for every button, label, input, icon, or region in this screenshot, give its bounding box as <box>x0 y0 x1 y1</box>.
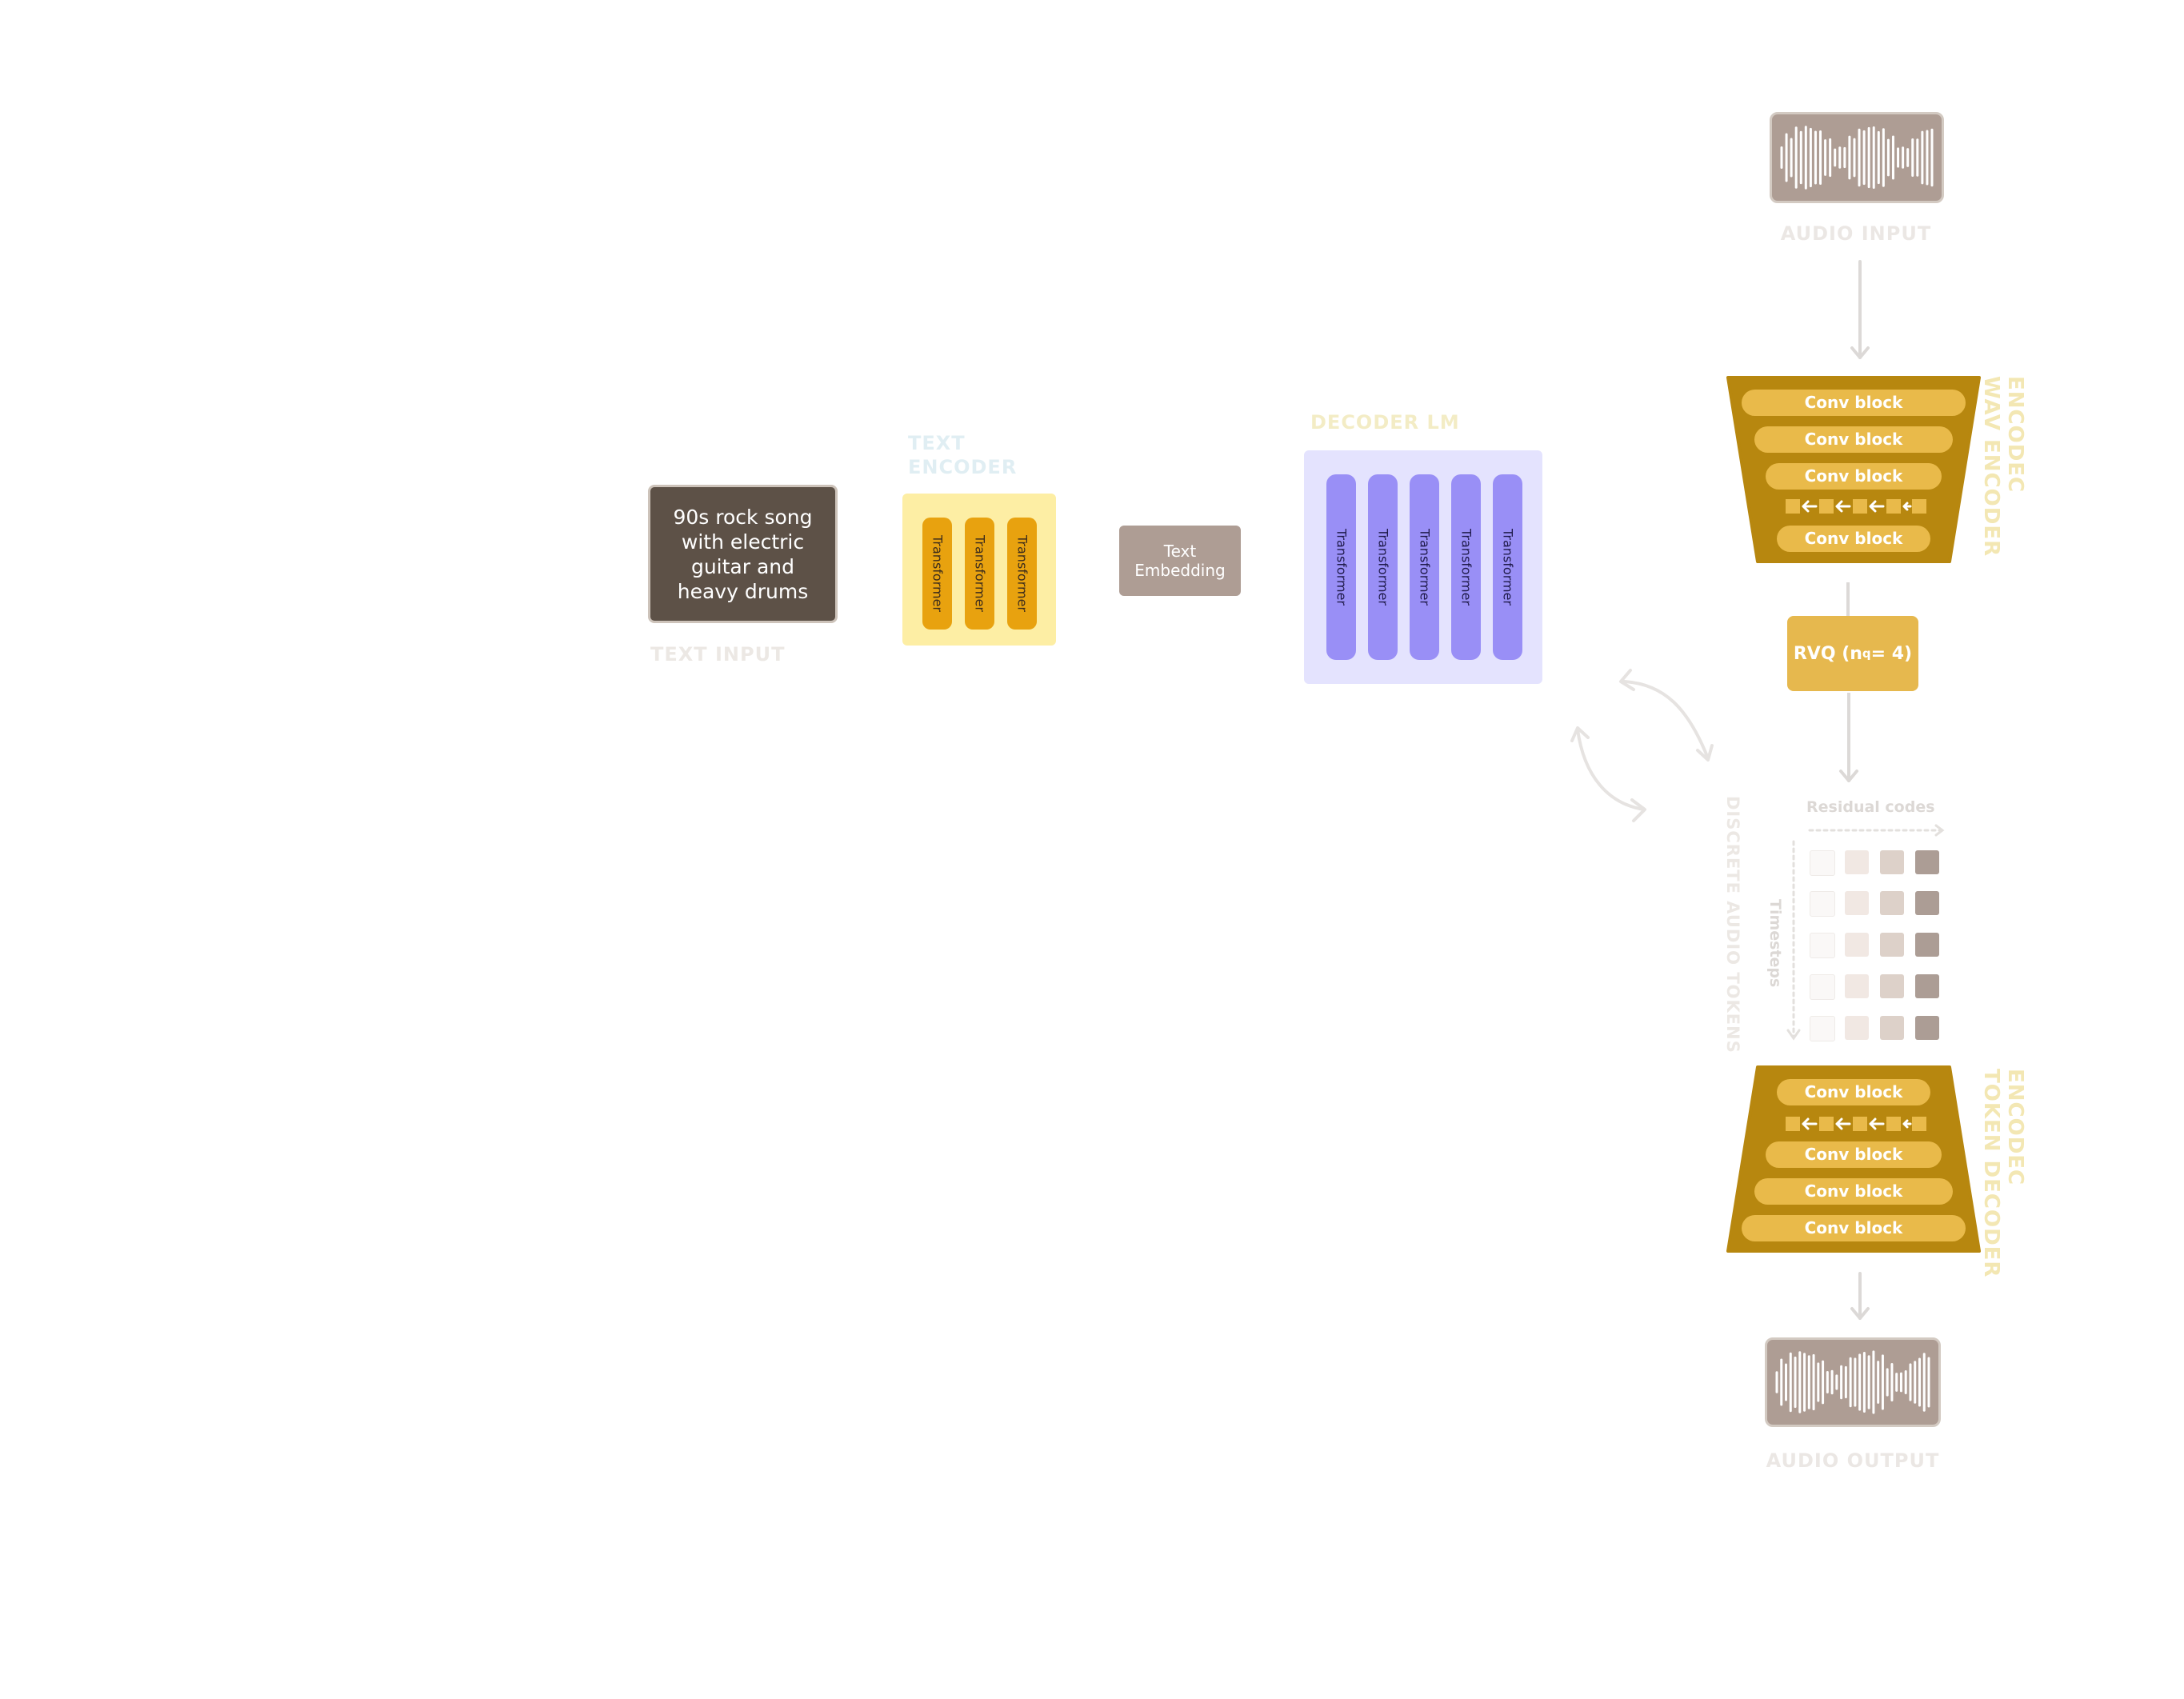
audio-token <box>1880 891 1904 915</box>
transformer-label: Transformer <box>1334 528 1349 606</box>
audio-token <box>1810 891 1835 917</box>
audio-input-caption: AUDIO INPUT <box>1780 222 1932 245</box>
audio-token <box>1915 933 1939 957</box>
residual-axis-arrow-icon <box>1808 824 1945 837</box>
text-encoder-caption-line2: ENCODER <box>908 456 1018 478</box>
rvq-label-prefix: RVQ (n <box>1793 643 1862 664</box>
conv-block: Conv block <box>1742 1215 1966 1241</box>
conv-block: Conv block <box>1754 1178 1953 1205</box>
transformer-label: Transformer <box>1500 528 1515 606</box>
transformer-label: Transformer <box>1375 528 1390 606</box>
arrow-down-icon <box>1839 693 1858 782</box>
conv-block: Conv block <box>1777 526 1930 552</box>
audio-token <box>1845 1016 1869 1040</box>
text-embedding-line2: Embedding <box>1134 561 1226 580</box>
transformer-label: Transformer <box>1417 528 1432 606</box>
rvq-label-suffix: = 4) <box>1870 643 1913 664</box>
conv-block: Conv block <box>1742 390 1966 416</box>
text-input-caption: TEXT INPUT <box>650 643 786 666</box>
wav-encoder-caption-line1: ENCODEC <box>2003 376 2027 494</box>
audio-token <box>1880 974 1904 998</box>
audio-input-box <box>1770 112 1944 203</box>
text-encoder: Transformer Transformer Transformer <box>902 494 1056 646</box>
audio-output-caption: AUDIO OUTPUT <box>1766 1449 1940 1472</box>
transformer-label: Transformer <box>1458 528 1474 606</box>
transformer-label: Transformer <box>1014 534 1030 613</box>
text-embedding-line1: Text <box>1163 542 1197 561</box>
connector-line <box>1846 582 1850 618</box>
text-encoder-transformer-block: Transformer <box>922 518 952 630</box>
conv-block: Conv block <box>1754 426 1953 453</box>
conv-block: Conv block <box>1766 1141 1942 1168</box>
audio-tokens-caption: DISCRETE AUDIO TOKENS <box>1723 796 1742 1053</box>
audio-token <box>1845 933 1869 957</box>
decoder-transformer-block: Transformer <box>1326 474 1356 660</box>
audio-token <box>1810 974 1835 1000</box>
arrow-down-icon <box>1850 1272 1870 1320</box>
audio-token <box>1915 891 1939 915</box>
upsample-chain-icon <box>1786 1117 1926 1131</box>
conv-block: Conv block <box>1766 463 1942 490</box>
audio-token <box>1880 1016 1904 1040</box>
autoregressive-cycle-arrows-icon <box>1570 669 1714 822</box>
downsample-chain-icon <box>1786 499 1926 514</box>
audio-token <box>1915 850 1939 874</box>
audio-waveform-icon <box>1775 1350 1930 1414</box>
audio-token <box>1810 850 1835 876</box>
residual-codes-label: Residual codes <box>1806 798 1935 816</box>
token-decoder-caption-line1: ENCODEC <box>2003 1069 2027 1186</box>
text-encoder-caption-line1: TEXT <box>908 432 966 454</box>
audio-token <box>1915 1016 1939 1040</box>
decoder-transformer-block: Transformer <box>1451 474 1481 660</box>
rvq-label-subscript: q <box>1862 646 1871 661</box>
arrow-down-icon <box>1850 260 1870 359</box>
audio-token <box>1810 933 1835 958</box>
token-decoder-caption-line2: TOKEN DECODER <box>1979 1069 2003 1278</box>
timesteps-label: Timesteps <box>1766 899 1784 988</box>
decoder-lm: Transformer Transformer Transformer Tran… <box>1304 450 1542 684</box>
audio-waveform-icon <box>1780 126 1934 190</box>
decoder-transformer-block: Transformer <box>1410 474 1439 660</box>
decoder-lm-caption: DECODER LM <box>1310 411 1460 434</box>
audio-output-box <box>1765 1337 1941 1427</box>
text-input-box: 90s rock song with electric guitar and h… <box>648 485 838 623</box>
decoder-transformer-block: Transformer <box>1493 474 1522 660</box>
conv-block: Conv block <box>1777 1079 1930 1105</box>
text-input-prompt: 90s rock song with electric guitar and h… <box>673 505 813 603</box>
audio-token <box>1810 1016 1835 1041</box>
audio-token <box>1845 891 1869 915</box>
text-embedding-box: Text Embedding <box>1119 526 1241 596</box>
audio-token <box>1845 850 1869 874</box>
decoder-transformer-block: Transformer <box>1368 474 1398 660</box>
text-encoder-transformer-block: Transformer <box>1007 518 1037 630</box>
wav-encoder-caption-line2: WAV ENCODER <box>1979 376 2003 558</box>
text-encoder-transformer-block: Transformer <box>965 518 994 630</box>
transformer-label: Transformer <box>972 534 987 613</box>
audio-token <box>1845 974 1869 998</box>
transformer-label: Transformer <box>930 534 945 613</box>
audio-token <box>1880 850 1904 874</box>
timesteps-axis-arrow-icon <box>1786 840 1801 1041</box>
audio-token <box>1880 933 1904 957</box>
audio-token <box>1915 974 1939 998</box>
